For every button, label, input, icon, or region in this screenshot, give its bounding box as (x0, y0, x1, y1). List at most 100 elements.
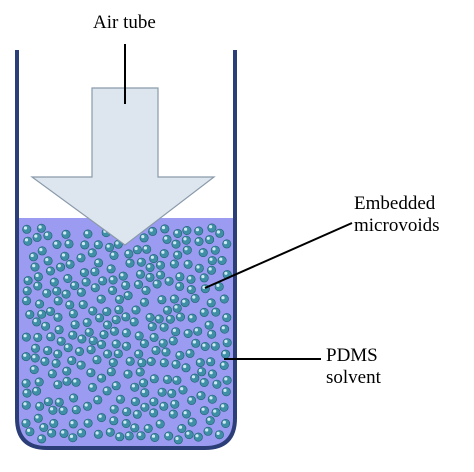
microvoid-bead-highlight (209, 396, 213, 400)
microvoid-bead-highlight (185, 330, 189, 334)
microvoid-bead (30, 343, 40, 353)
microvoid-bead-highlight (89, 384, 93, 388)
microvoid-bead (132, 245, 142, 255)
microvoid-bead (47, 369, 57, 379)
microvoid-bead-highlight (23, 353, 27, 357)
microvoid-bead (81, 277, 91, 287)
microvoid-bead-highlight (212, 343, 216, 347)
microvoid-bead (215, 228, 225, 238)
microvoid-bead-highlight (95, 260, 99, 264)
microvoid-bead (159, 401, 169, 411)
microvoid-bead-highlight (103, 308, 108, 312)
microvoid-bead-highlight (222, 351, 226, 355)
microvoid-bead (164, 431, 174, 441)
microvoid-bead (22, 286, 32, 296)
microvoid-bead-highlight (149, 323, 153, 327)
microvoid-bead (125, 258, 135, 268)
microvoid-bead (108, 358, 118, 368)
microvoid-bead-highlight (109, 287, 113, 291)
air-tube-label: Air tube (93, 12, 156, 33)
microvoid-bead (53, 312, 63, 322)
microvoid-bead-highlight (147, 264, 151, 268)
microvoid-bead (93, 429, 103, 439)
microvoid-bead (222, 239, 232, 249)
microvoid-bead-highlight (96, 315, 100, 319)
microvoid-bead (86, 368, 96, 378)
microvoid-bead-highlight (135, 281, 139, 285)
microvoid-bead-highlight (207, 358, 211, 363)
microvoid-bead (99, 330, 109, 340)
microvoid-bead (76, 253, 86, 263)
microvoid-bead (136, 269, 146, 279)
microvoid-bead-highlight (117, 396, 121, 400)
microvoid-bead-highlight (188, 397, 192, 401)
microvoid-bead (59, 428, 69, 438)
microvoid-bead (195, 358, 205, 368)
microvoid-bead-highlight (66, 241, 70, 245)
microvoid-bead-highlight (151, 334, 155, 338)
microvoid-bead-highlight (60, 407, 64, 411)
microvoid-bead (149, 254, 159, 264)
microvoid-bead-highlight (206, 236, 210, 240)
microvoid-bead (190, 373, 200, 383)
microvoid-bead (157, 387, 167, 397)
microvoid-bead-highlight (88, 369, 92, 373)
microvoid-bead (187, 313, 197, 323)
microvoid-bead (33, 272, 43, 282)
microvoid-bead (121, 280, 131, 290)
microvoid-bead (142, 244, 152, 254)
microvoid-bead-highlight (160, 340, 164, 344)
microvoid-bead (196, 391, 206, 401)
microvoid-bead (187, 395, 197, 405)
microvoid-bead (130, 423, 140, 433)
microvoid-bead-highlight (221, 404, 225, 408)
microvoid-bead (37, 309, 47, 319)
microvoid-bead (185, 348, 195, 358)
microvoid-bead-highlight (113, 382, 117, 387)
microvoid-bead (149, 397, 159, 407)
microvoid-bead-highlight (189, 315, 193, 319)
microvoid-bead-highlight (83, 279, 87, 283)
microvoid-bead (140, 388, 150, 398)
microvoid-bead (88, 382, 98, 392)
microvoid-bead-highlight (191, 375, 196, 379)
microvoid-bead-highlight (24, 238, 29, 242)
microvoid-bead-highlight (113, 341, 117, 345)
microvoid-bead (137, 358, 147, 368)
microvoid-bead-highlight (153, 347, 157, 351)
microvoid-bead (140, 402, 150, 412)
microvoid-bead (80, 240, 90, 250)
microvoid-bead-highlight (151, 434, 156, 438)
microvoid-bead (199, 307, 209, 317)
microvoid-bead-highlight (202, 343, 206, 347)
microvoid-bead (199, 273, 209, 283)
microvoid-bead-highlight (108, 368, 112, 373)
microvoid-bead-highlight (212, 309, 217, 313)
microvoid-bead-highlight (26, 311, 31, 315)
microvoid-bead-highlight (104, 351, 108, 355)
microvoid-bead-highlight (212, 247, 216, 251)
microvoid-bead (173, 250, 183, 260)
microvoid-bead (211, 307, 221, 317)
microvoid-bead-highlight (56, 399, 60, 403)
microvoid-bead-highlight (78, 430, 82, 434)
microvoid-bead-highlight (38, 225, 42, 229)
microvoid-bead (123, 291, 133, 301)
microvoid-bead (115, 294, 125, 304)
microvoid-bead (37, 246, 47, 256)
microvoid-bead (122, 407, 132, 417)
microvoid-bead (157, 295, 167, 305)
microvoid-bead (76, 287, 86, 297)
microvoid-bead-highlight (54, 351, 59, 355)
microvoid-bead (163, 374, 173, 384)
microvoid-bead-highlight (224, 271, 228, 275)
microvoid-bead (109, 404, 119, 414)
microvoid-bead (217, 255, 227, 265)
microvoid-bead-highlight (141, 389, 146, 394)
microvoid-bead (160, 224, 170, 234)
microvoid-bead (52, 240, 62, 250)
microvoid-bead-highlight (185, 261, 189, 265)
microvoid-bead-highlight (125, 251, 130, 255)
microvoid-bead-highlight (67, 261, 71, 265)
